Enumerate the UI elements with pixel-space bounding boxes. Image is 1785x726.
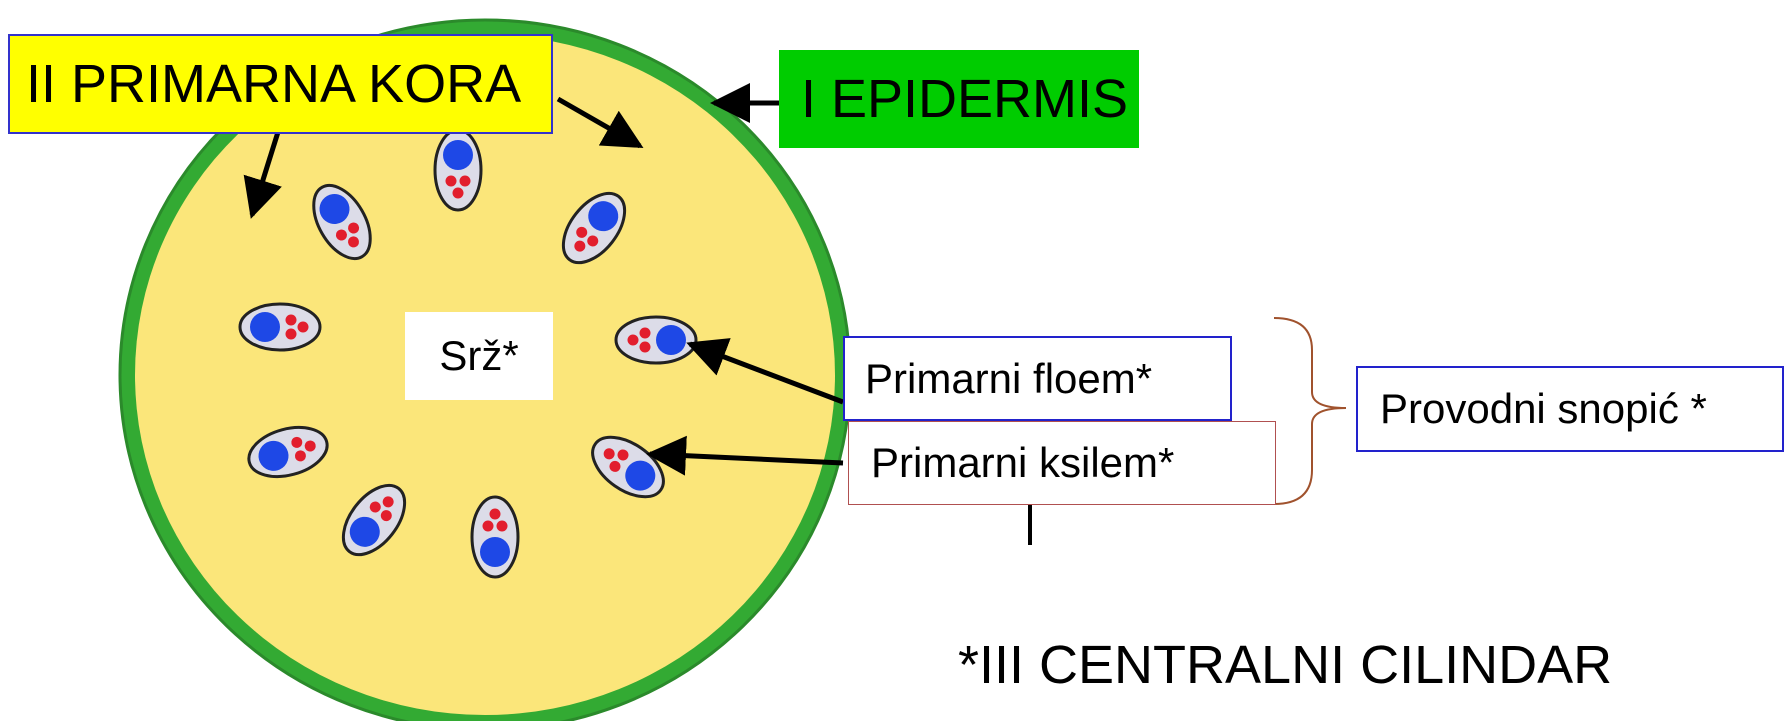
vascular-bundle-label: Provodni snopić * (1356, 366, 1784, 452)
xylem-dot (286, 315, 297, 326)
xylem-dot (460, 176, 471, 187)
xylem-dot (453, 188, 464, 199)
phloem-dot (250, 312, 280, 342)
phloem-dot (480, 537, 510, 567)
primary-cortex-label: II PRIMARNA KORA (8, 34, 553, 134)
xylem-dot (640, 342, 651, 353)
phloem-dot (443, 140, 473, 170)
xylem-dot (497, 521, 508, 532)
xylem-dot (446, 176, 457, 187)
vascular-bundle (240, 304, 320, 350)
xylem-dot (640, 328, 651, 339)
vascular-bundle-brace (1274, 318, 1346, 504)
pith-label: Srž* (405, 312, 553, 400)
xylem-dot (286, 329, 297, 340)
vascular-bundle (616, 317, 696, 363)
xylem-dot (298, 322, 309, 333)
xylem-dot (490, 509, 501, 520)
epidermis-label: I EPIDERMIS (779, 50, 1139, 148)
vascular-bundle (435, 130, 481, 210)
central-cylinder-label: *III CENTRALNI CILINDAR (958, 630, 1618, 700)
xylem-dot (483, 521, 494, 532)
vascular-bundle (472, 497, 518, 577)
phloem-dot (656, 325, 686, 355)
primary-xylem-label: Primarni ksilem* (848, 421, 1276, 505)
xylem-dot (628, 335, 639, 346)
primary-phloem-label: Primarni floem* (843, 336, 1232, 421)
